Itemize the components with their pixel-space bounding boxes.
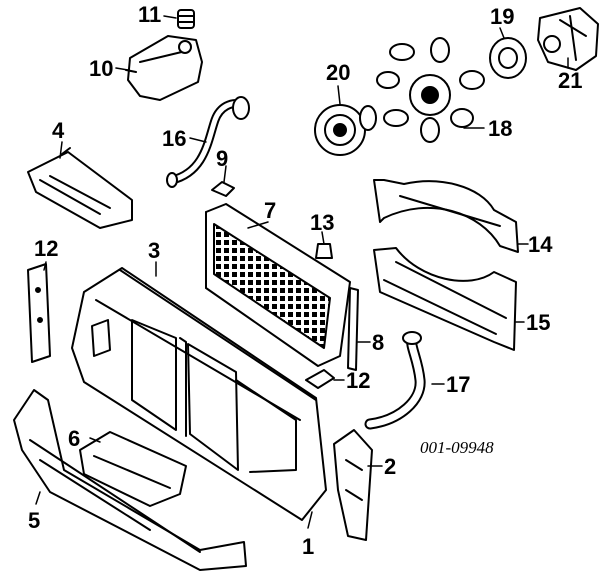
cooling-fan [376, 37, 485, 143]
callout-13: 13 [310, 210, 335, 235]
side-bracket-right [333, 429, 373, 541]
callout-1: 1 [302, 534, 315, 559]
callout-12-left: 12 [34, 236, 59, 261]
leader-lines [35, 15, 569, 529]
fan-pulley [314, 104, 377, 156]
fan-shroud-lower [373, 247, 517, 351]
callout-18: 18 [488, 116, 513, 141]
lower-valance [13, 389, 247, 571]
drawing-code: 001-09948 [420, 438, 494, 457]
water-pump-pulley [489, 37, 527, 79]
callout-4: 4 [52, 118, 65, 143]
callout-16: 16 [162, 126, 187, 151]
reservoir-cap [177, 9, 195, 29]
radiator-cap [211, 181, 235, 197]
callout-14: 14 [528, 232, 553, 257]
fan-shroud-upper [373, 179, 519, 253]
radiator-support [71, 267, 327, 521]
callout-9: 9 [216, 146, 229, 171]
radiator-clip [315, 243, 333, 259]
water-pump [537, 7, 599, 71]
splash-shield [79, 431, 187, 507]
callout-17: 17 [446, 372, 471, 397]
callout-20: 20 [326, 60, 351, 85]
callout-15: 15 [526, 310, 551, 335]
callout-8: 8 [372, 330, 385, 355]
callout-10: 10 [89, 56, 114, 81]
radiator-seal-strip [347, 287, 359, 371]
upper-radiator-hose [166, 96, 250, 188]
callout-11: 11 [138, 2, 162, 27]
callout-19: 19 [490, 4, 515, 29]
radiator [205, 203, 351, 367]
side-bracket-left [27, 263, 51, 363]
coolant-reservoir [125, 35, 203, 101]
callout-2: 2 [384, 454, 397, 479]
callout-12-lower: 12 [346, 368, 371, 393]
callout-6: 6 [68, 426, 81, 451]
callout-21: 21 [558, 68, 583, 93]
callout-5: 5 [28, 508, 41, 533]
lower-bracket [305, 369, 335, 389]
callout-3: 3 [148, 238, 161, 263]
air-deflector [27, 147, 133, 229]
lower-radiator-hose [364, 331, 426, 430]
callout-7: 7 [264, 198, 277, 223]
